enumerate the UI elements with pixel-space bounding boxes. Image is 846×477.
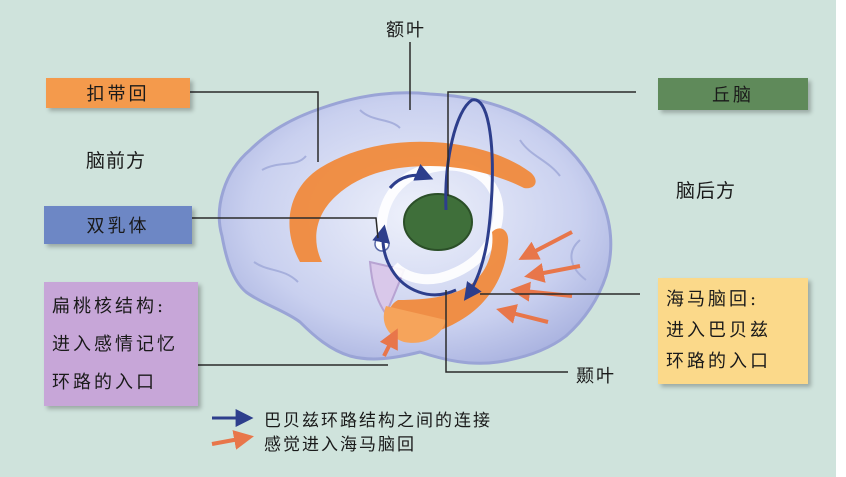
- amygdala-line-1: 扁桃核结构:: [52, 288, 190, 326]
- amygdala-line-3: 环路的入口: [52, 364, 190, 402]
- brain-front-label: 脑前方: [86, 146, 146, 173]
- hippocampus-line-1: 海马脑回:: [666, 284, 800, 315]
- mammillary-body-label: 双乳体: [44, 206, 192, 244]
- frontal-lobe-label: 额叶: [386, 16, 426, 42]
- legend-sensory-text: 感觉进入海马脑回: [264, 430, 416, 455]
- thalamus-label: 丘脑: [658, 78, 808, 110]
- brain-back-label: 脑后方: [676, 176, 736, 203]
- amygdala-label: 扁桃核结构: 进入感情记忆 环路的入口: [44, 282, 198, 406]
- amygdala-line-2: 进入感情记忆: [52, 326, 190, 364]
- temporal-lobe-label: 颞叶: [576, 362, 616, 388]
- thalamus: [404, 194, 472, 250]
- legend-sensory-arrow: [212, 437, 250, 444]
- hippocampus-label: 海马脑回: 进入巴贝兹 环路的入口: [658, 278, 808, 384]
- cingulate-gyrus-label: 扣带回: [46, 78, 190, 108]
- hippocampus-line-2: 进入巴贝兹: [666, 315, 800, 346]
- legend-papez-text: 巴贝兹环路结构之间的连接: [264, 406, 492, 431]
- hippocampus-line-3: 环路的入口: [666, 346, 800, 377]
